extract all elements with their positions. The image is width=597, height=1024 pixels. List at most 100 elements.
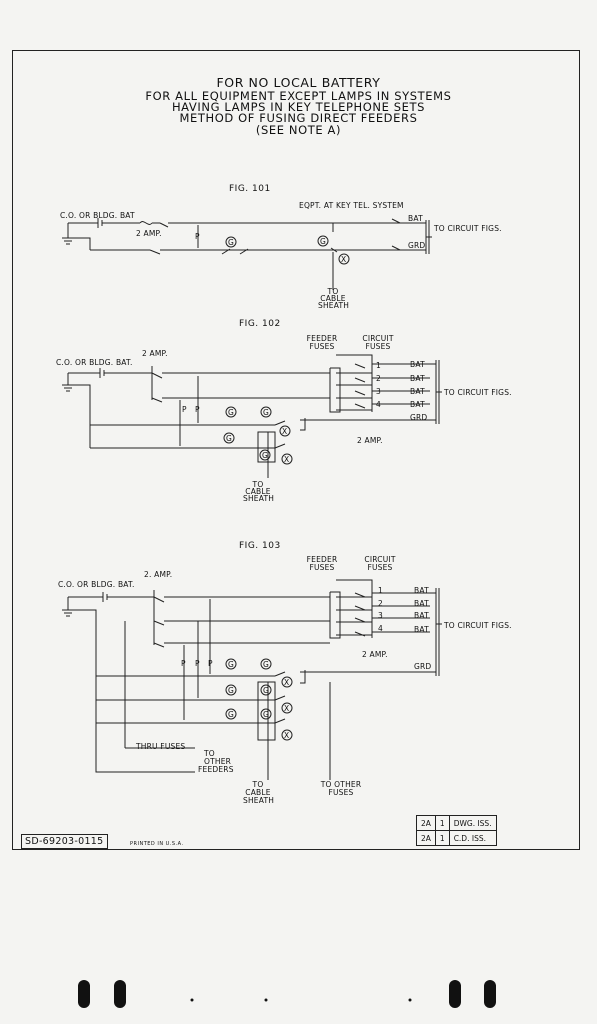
fig103-p-label-3: P [208,659,213,668]
fig102-x-label-2: X [284,455,290,464]
fig102-source-label: C.O. OR BLDG. BAT. [56,358,133,367]
fig102-circuit-label-2: FUSES [365,342,391,351]
fig103-cable-label-1: TO [252,780,264,789]
title-line-1: FOR NO LOCAL BATTERY [216,75,381,90]
fig101-eqpt-label: EQPT. AT KEY TEL. SYSTEM [299,201,404,210]
fig102-amp2-label: 2 AMP. [357,436,383,445]
fig102-feeder-label-2: FUSES [309,342,335,351]
fig103-p-label-2: P [195,659,200,668]
fig101-fuse-label: 2 AMP. [136,229,162,238]
title-line-5: (SEE NOTE A) [255,123,342,137]
fig103-cable-label-2: CABLE [245,788,271,797]
fig101-p-label: P [195,232,200,241]
fig101-caption: FIG. 101 [229,184,271,194]
fig102-circuit-number-3: 3 [376,387,381,396]
fig103-g-label-2: G [263,660,270,669]
fig102-fuse-label: 2 AMP. [142,349,168,358]
fig103-circuit-number-1: 1 [378,586,383,595]
fig103-cable-label-3: SHEATH [243,796,275,805]
fig101-cable-label-2: CABLE [320,294,346,303]
fig101-grd-label: GRD [408,241,426,250]
fig103-schematic [62,579,442,780]
fig102-circuit-number-2: 2 [376,374,381,383]
fig103-caption: FIG. 103 [239,541,281,551]
printed-in-usa: PRINTED IN U.S.A. [130,841,184,847]
title-line-4: METHOD OF FUSING DIRECT FEEDERS [179,111,418,125]
fig102-g-label-3: G [226,434,233,443]
fig103-p-label-1: P [181,659,186,668]
revision-number: 1 [434,830,450,846]
fig103-g-label-4: G [263,686,270,695]
fig103-circuit-number-4: 4 [378,624,383,633]
fig102-bat-label-3: BAT [410,387,425,396]
fig102-circuit-label-1: CIRCUIT [362,334,394,343]
revision-number: 1 [434,815,450,831]
fig103-bat-label-4: BAT [414,625,429,634]
fig103-fuse-label: 2. AMP. [144,570,173,579]
fig102-feeder-label-1: FEEDER [306,334,338,343]
fig101-source-label: C.O. OR BLDG. BAT [60,211,135,220]
drawing-number: SD-69203-0115 [21,834,108,849]
fig103-circuit-label-2: FUSES [367,563,393,572]
drawing-border [12,50,580,850]
fig102-g-label-2: G [263,408,270,417]
fig103-to-circuit-label: TO CIRCUIT FIGS. [444,621,512,630]
title-line-3: HAVING LAMPS IN KEY TELEPHONE SETS [171,100,426,114]
fig103-feeder-label-1: FEEDER [306,555,338,564]
fig103-circuit-number-3: 3 [378,611,383,620]
fig103-thru-fuses-label: THRU FUSES [136,742,186,751]
fig102-circuit-number-1: 1 [376,361,381,370]
fig101-x-label: X [341,255,347,264]
fig103-x-label-2: X [284,704,290,713]
fig101-to-circuit-label: TO CIRCUIT FIGS. [434,224,502,233]
revision-code: 2A [416,815,436,831]
fig101-schematic [62,218,432,290]
fig103-g-label-1: G [228,660,235,669]
fig102-cable-label-3: SHEATH [243,494,275,503]
fig101-g-label-2: G [320,237,327,246]
fig103-other-fuses-label-1: TO OTHER [320,780,362,789]
fig103-grd-label: GRD [414,662,432,671]
revision-description: DWG. ISS. [448,815,497,831]
revision-row: 2A 1 C.D. ISS. [416,830,497,846]
fig103-feeder-label-2: FUSES [309,563,335,572]
fig103-g-label-5: G [228,710,235,719]
fig102-cable-label-2: CABLE [245,487,271,496]
fig103-circuit-label-1: CIRCUIT [364,555,396,564]
fig103-x-label-3: X [284,731,290,740]
revision-description: C.D. ISS. [448,830,497,846]
fig103-g-label-3: G [228,686,235,695]
fig102-bat-label-4: BAT [410,400,425,409]
revision-table: 2A 1 DWG. ISS. 2A 1 C.D. ISS. [416,815,497,846]
fig102-cable-label-1: TO [252,480,264,489]
fig103-bat-label-2: BAT [414,599,429,608]
fig103-other-feeders-label-1: TO [204,749,215,758]
fig102-p-label-1: P [182,405,187,414]
fig102-grd-label: GRD [410,413,428,422]
fig102-bat-label-1: BAT [410,360,425,369]
fig103-source-label: C.O. OR BLDG. BAT. [58,580,135,589]
revision-row: 2A 1 DWG. ISS. [416,815,497,831]
fig103-circuit-number-2: 2 [378,599,383,608]
revision-code: 2A [416,830,436,846]
fig103-bat-label-1: BAT [414,586,429,595]
fig103-g-label-6: G [263,710,270,719]
fig102-bat-label-2: BAT [410,374,425,383]
fig101-cable-label-1: TO [327,287,339,296]
fig102-caption: FIG. 102 [239,319,281,329]
fig103-bat-label-3: BAT [414,611,429,620]
fig103-other-feeders-label-3: FEEDERS [198,765,234,774]
fig103-x-label-1: X [284,678,290,687]
fig101-cable-label-3: SHEATH [318,301,350,310]
binder-holes [78,980,496,1008]
fig102-x-label-1: X [282,427,288,436]
title-line-2: FOR ALL EQUIPMENT EXCEPT LAMPS IN SYSTEM… [145,89,452,103]
fig102-schematic [62,354,442,478]
fig101-bat-label: BAT [408,214,423,223]
fig102-g-label-1: G [228,408,235,417]
fig103-amp2-label: 2 AMP. [362,650,388,659]
fig103-other-feeders-label-2: OTHER [204,757,232,766]
fig102-p-label-2: P [195,405,200,414]
